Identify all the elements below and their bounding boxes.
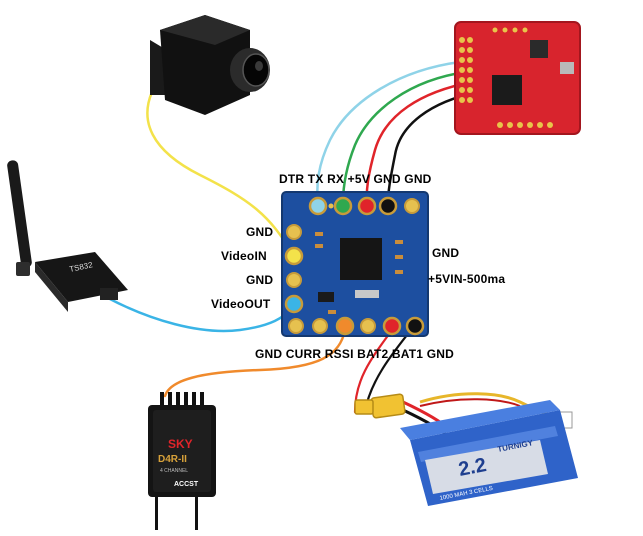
osd-left-pin-label-gnd-1: GND [246, 225, 274, 239]
balance-lead-2 [419, 398, 521, 407]
receiver-pin-header [160, 392, 204, 410]
wire-fc-gnd [386, 90, 480, 205]
camera-lens-glint [255, 61, 263, 71]
pin-gnd-top-1 [378, 196, 398, 216]
video-transmitter: TS832 [7, 160, 128, 312]
osd-pins-left [284, 224, 304, 314]
fc-chip [492, 75, 522, 105]
receiver-badge: ACCST [174, 481, 199, 488]
battery-capacity: 2.2 [457, 454, 488, 481]
transmitter-connector [100, 288, 118, 300]
osd-left-pin-label-videoout: VideoOUT [211, 297, 271, 311]
fc-chip-2 [530, 40, 548, 58]
camera-lens [242, 53, 270, 87]
rc-receiver: SKY D4R-II 4 CHANNEL ACCST [148, 392, 216, 530]
xt60-connector [370, 393, 406, 419]
wire-fc-5v [365, 80, 474, 205]
osd-top-pins-label: DTR TX RX +5V GND GND [279, 172, 432, 186]
pin-bat1 [382, 316, 402, 336]
osd-crystal [355, 290, 379, 298]
pin-gnd-bottom-2 [405, 316, 425, 336]
osd-left-pin-label-gnd-2: GND [246, 273, 274, 287]
fpv-camera [150, 15, 270, 115]
pin-dtr [308, 196, 328, 216]
fc-pins-top [492, 27, 528, 33]
pin-gnd-left-2 [286, 272, 302, 288]
osd-right-pin-label-5vin: +5VIN-500ma [428, 272, 506, 286]
fc-board-edge [454, 21, 581, 135]
lipo-battery: 2.2 TURNIGY 1000 MAH 3 CELLS [354, 392, 578, 506]
wire-transmitter-video [106, 296, 295, 333]
osd-pins-top [308, 196, 420, 216]
wire-fc-rx [341, 70, 468, 205]
transmitter-side [35, 262, 68, 312]
battery-shine [418, 426, 558, 462]
receiver-face [153, 410, 211, 492]
xt60-plug [354, 399, 374, 415]
battery-top [400, 400, 560, 440]
osd-left-pin-label-videoin: VideoIN [221, 249, 267, 263]
osd-pins-bottom [288, 316, 425, 336]
wire-camera-video [146, 90, 295, 257]
receiver-model: D4R-II [158, 454, 187, 465]
pin-gnd-bottom-1 [288, 318, 304, 334]
antenna-base [16, 262, 30, 276]
receiver-antenna-1 [155, 490, 158, 530]
pin-gnd-left-1 [286, 224, 302, 240]
receiver-antenna-2 [195, 490, 198, 530]
pin-curr [312, 318, 328, 334]
pin-videoin [284, 246, 304, 266]
pin-videoout [284, 294, 304, 314]
flight-controller [454, 21, 581, 135]
osd-bottom-pins-label: GND CURR RSSI BAT2 BAT1 GND [255, 347, 454, 361]
battery-label-panel [425, 440, 548, 494]
pin-rx [333, 196, 353, 216]
wire-receiver-rssi [163, 328, 347, 398]
osd-board [281, 191, 429, 337]
pin-bat2 [360, 318, 376, 334]
pin-tx [328, 203, 334, 209]
wire-fc-dtr [316, 60, 462, 205]
osd-right-pin-label-gnd: GND [432, 246, 460, 260]
pin-gnd-top-2 [404, 198, 420, 214]
osd-smd [315, 232, 403, 314]
antenna [7, 160, 32, 268]
osd-pcb-edge [281, 191, 429, 337]
receiver-subtitle: 4 CHANNEL [160, 468, 188, 474]
fc-usb [560, 62, 574, 74]
pin-5v [357, 196, 377, 216]
camera-body-top [160, 15, 250, 45]
fc-pins-left [459, 37, 473, 103]
osd-chip-2 [318, 292, 334, 302]
receiver-brand: SKY [168, 437, 193, 451]
osd-chip [340, 238, 382, 280]
pin-rssi [335, 316, 355, 336]
fc-pins-bottom [497, 122, 553, 128]
camera-body [160, 15, 250, 115]
